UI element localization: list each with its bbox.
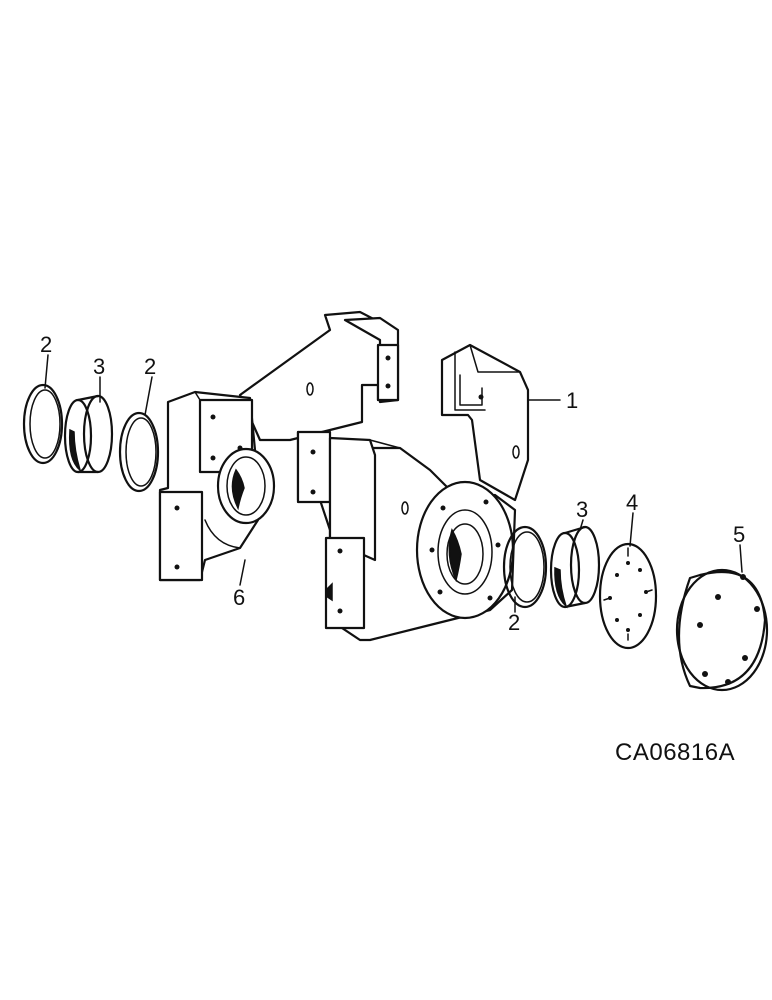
seal-ring-left-inner bbox=[118, 411, 160, 493]
callout-3-right: 3 bbox=[576, 497, 588, 522]
center-block bbox=[328, 436, 377, 562]
callout-2-left-outer: 2 bbox=[40, 332, 52, 357]
callout-2-right: 2 bbox=[508, 610, 520, 635]
upright-hole bbox=[512, 445, 520, 459]
shim-part-4 bbox=[598, 542, 658, 650]
callout-2-left-inner: 2 bbox=[144, 354, 156, 379]
bushing-left bbox=[63, 394, 114, 474]
left-pad-bottom bbox=[158, 490, 204, 582]
callout-4: 4 bbox=[626, 490, 638, 515]
figure-id-label: CA06816A bbox=[615, 739, 735, 766]
right-flange bbox=[415, 480, 515, 620]
callout-5: 5 bbox=[733, 522, 745, 547]
rear-pad bbox=[376, 343, 400, 402]
seal-ring-right bbox=[502, 525, 548, 609]
left-bore-part-6 bbox=[204, 447, 276, 549]
seal-ring-left-outer bbox=[22, 383, 64, 465]
body-hole bbox=[401, 501, 409, 515]
rear-arm-hole bbox=[306, 382, 314, 396]
cover-part-5 bbox=[675, 568, 769, 692]
bushing-right bbox=[549, 525, 601, 609]
callout-6: 6 bbox=[233, 585, 245, 610]
housing-part-1 bbox=[158, 310, 530, 642]
leader-lines bbox=[44, 354, 743, 613]
callout-3-left: 3 bbox=[93, 354, 105, 379]
right-upright bbox=[440, 343, 530, 502]
callout-1: 1 bbox=[566, 388, 578, 413]
center-pad-bottom bbox=[324, 536, 366, 630]
